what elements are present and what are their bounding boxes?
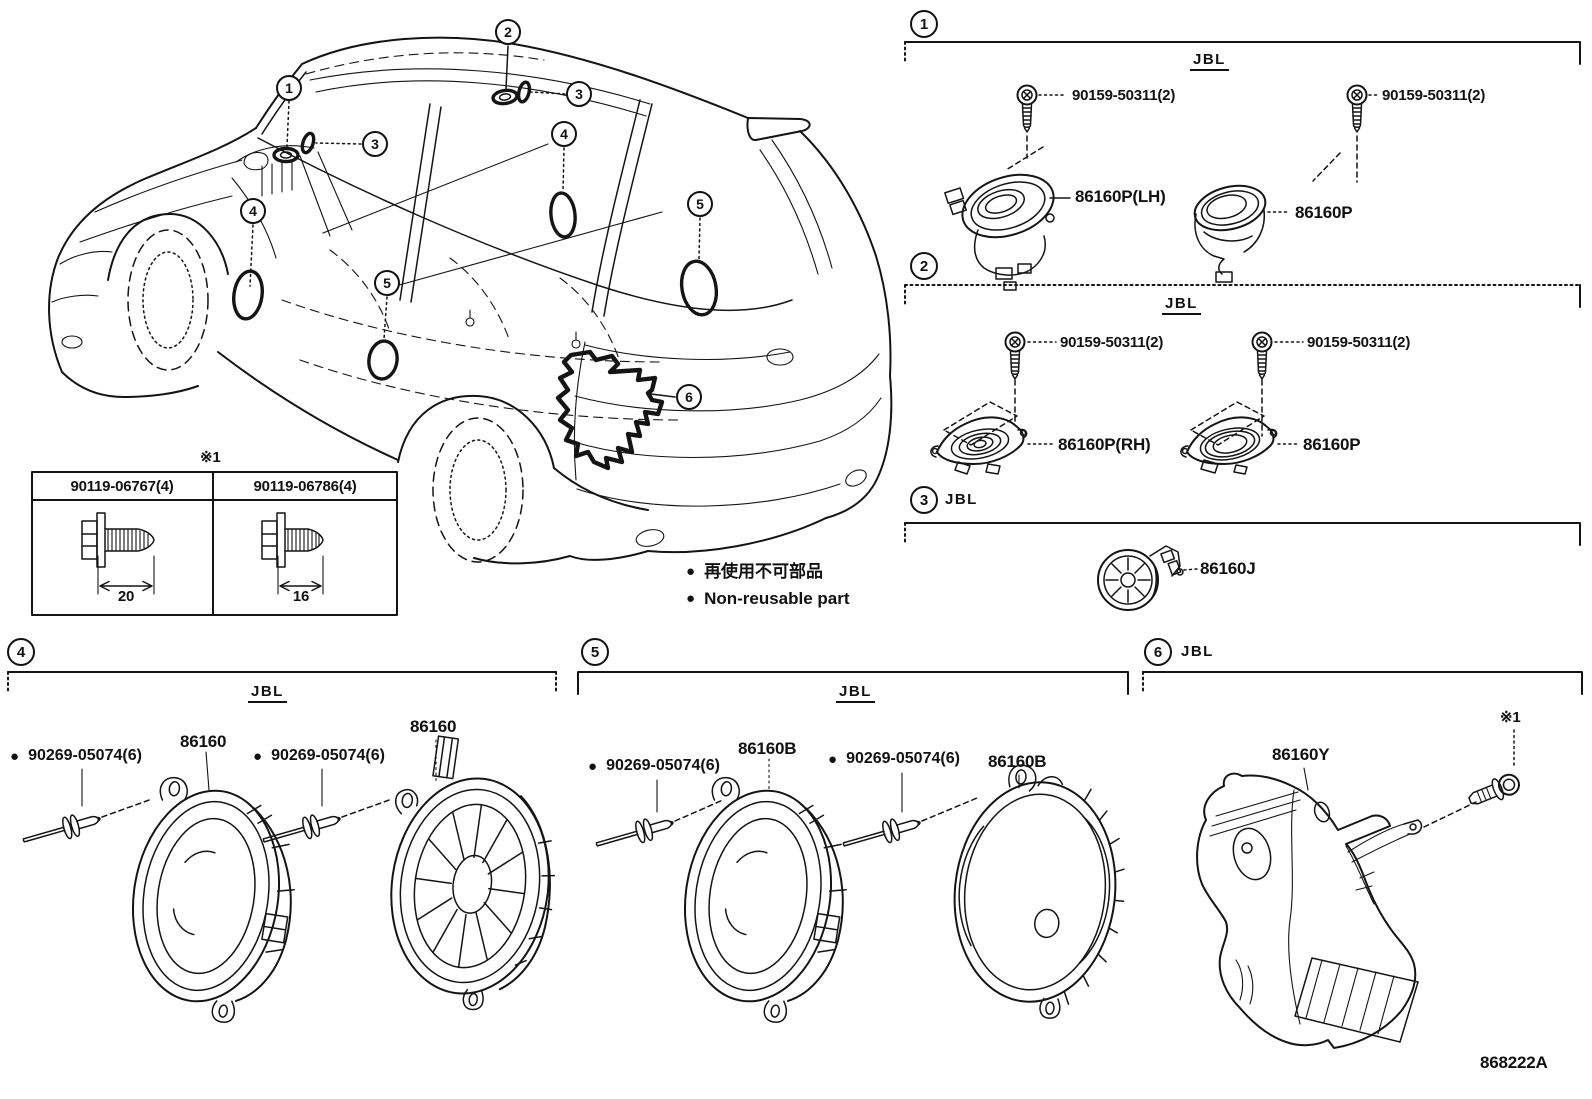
car-callout-5-right[interactable]: 5 — [687, 191, 713, 217]
section-2-art — [904, 284, 1581, 475]
non-reusable-bullet-icon: ● — [828, 750, 838, 768]
section-6-art — [1142, 671, 1583, 1049]
section-3-art — [904, 522, 1581, 611]
section-2-jbl-badge: JBL — [1162, 296, 1201, 315]
car-callout-1[interactable]: 1 — [276, 75, 302, 101]
part-number-label[interactable]: 86160B — [988, 752, 1047, 771]
speaker-location-markers — [232, 80, 719, 471]
part-number-label[interactable]: 86160J — [1200, 559, 1256, 578]
fastener-number-label[interactable]: 90159-50311(2) — [1060, 334, 1164, 351]
vehicle-cutaway-drawing — [48, 36, 893, 565]
section-1-art — [904, 41, 1581, 291]
section-3-callout[interactable]: 3 — [910, 486, 938, 514]
section-4-callout[interactable]: 4 — [7, 638, 35, 666]
fastener-number-label[interactable]: 90159-50311(2) — [1072, 87, 1176, 104]
section-1-jbl-badge: JBL — [1190, 52, 1229, 71]
screw-length-value: 20 — [117, 588, 135, 605]
fastener-number-label[interactable]: 90119-06767(4) — [70, 478, 174, 495]
non-reusable-note-en: ●Non-reusable part — [686, 589, 850, 608]
fastener-number-label[interactable]: ●90269-05074(6) — [588, 757, 720, 775]
car-callout-6[interactable]: 6 — [676, 384, 702, 410]
screw-length-value: 16 — [292, 588, 310, 605]
part-number-label[interactable]: 86160B — [738, 739, 797, 758]
car-callout-3-right[interactable]: 3 — [566, 81, 592, 107]
part-number-label[interactable]: 86160 — [180, 732, 227, 751]
car-callout-4-left[interactable]: 4 — [240, 198, 266, 224]
fastener-number-label[interactable]: 90159-50311(2) — [1307, 334, 1411, 351]
part-number-label[interactable]: 86160P — [1303, 435, 1361, 454]
non-reusable-note-jp: ●再使用不可部品 — [686, 562, 824, 581]
section-5-art — [577, 671, 1129, 1032]
part-number-label[interactable]: 86160Y — [1272, 745, 1330, 764]
ref-mark-label: ※1 — [1500, 709, 1521, 726]
subwoofer-location-marker — [555, 349, 665, 471]
section-1-callout[interactable]: 1 — [910, 10, 938, 38]
non-reusable-bullet-icon: ● — [253, 747, 263, 765]
fastener-number-label[interactable]: ●90269-05074(6) — [10, 747, 142, 765]
section-3-jbl-badge: JBL — [945, 491, 978, 508]
part-number-label[interactable]: 86160P(LH) — [1075, 187, 1166, 206]
section-4-art — [7, 671, 575, 1032]
non-reusable-bullet-icon: ● — [588, 757, 598, 775]
part-number-label[interactable]: 86160P — [1295, 203, 1353, 222]
section-5-jbl-badge: JBL — [836, 684, 875, 703]
fastener-number-label[interactable]: 90159-50311(2) — [1382, 87, 1486, 104]
fastener-number-label[interactable]: ●90269-05074(6) — [253, 747, 385, 765]
car-callout-2[interactable]: 2 — [495, 19, 521, 45]
part-number-label[interactable]: 86160P(RH) — [1058, 435, 1151, 454]
section-6-jbl-badge: JBL — [1181, 643, 1214, 660]
car-callout-3-left[interactable]: 3 — [362, 131, 388, 157]
part-number-label[interactable]: 86160 — [410, 717, 457, 736]
car-callout-5-left[interactable]: 5 — [374, 270, 400, 296]
non-reusable-bullet-icon: ● — [686, 590, 696, 607]
fastener-number-label[interactable]: 90119-06786(4) — [253, 478, 357, 495]
car-callout-4-right[interactable]: 4 — [551, 121, 577, 147]
fastener-table-art — [31, 471, 398, 616]
section-6-callout[interactable]: 6 — [1144, 638, 1172, 666]
section-4-jbl-badge: JBL — [248, 684, 287, 703]
fastener-number-label[interactable]: ●90269-05074(6) — [828, 750, 960, 768]
non-reusable-bullet-icon: ● — [686, 563, 696, 580]
ref-mark-label: ※1 — [200, 449, 221, 466]
non-reusable-bullet-icon: ● — [10, 747, 20, 765]
figure-code: 868222A — [1480, 1053, 1548, 1072]
section-2-callout[interactable]: 2 — [910, 252, 938, 280]
section-5-callout[interactable]: 5 — [581, 638, 609, 666]
